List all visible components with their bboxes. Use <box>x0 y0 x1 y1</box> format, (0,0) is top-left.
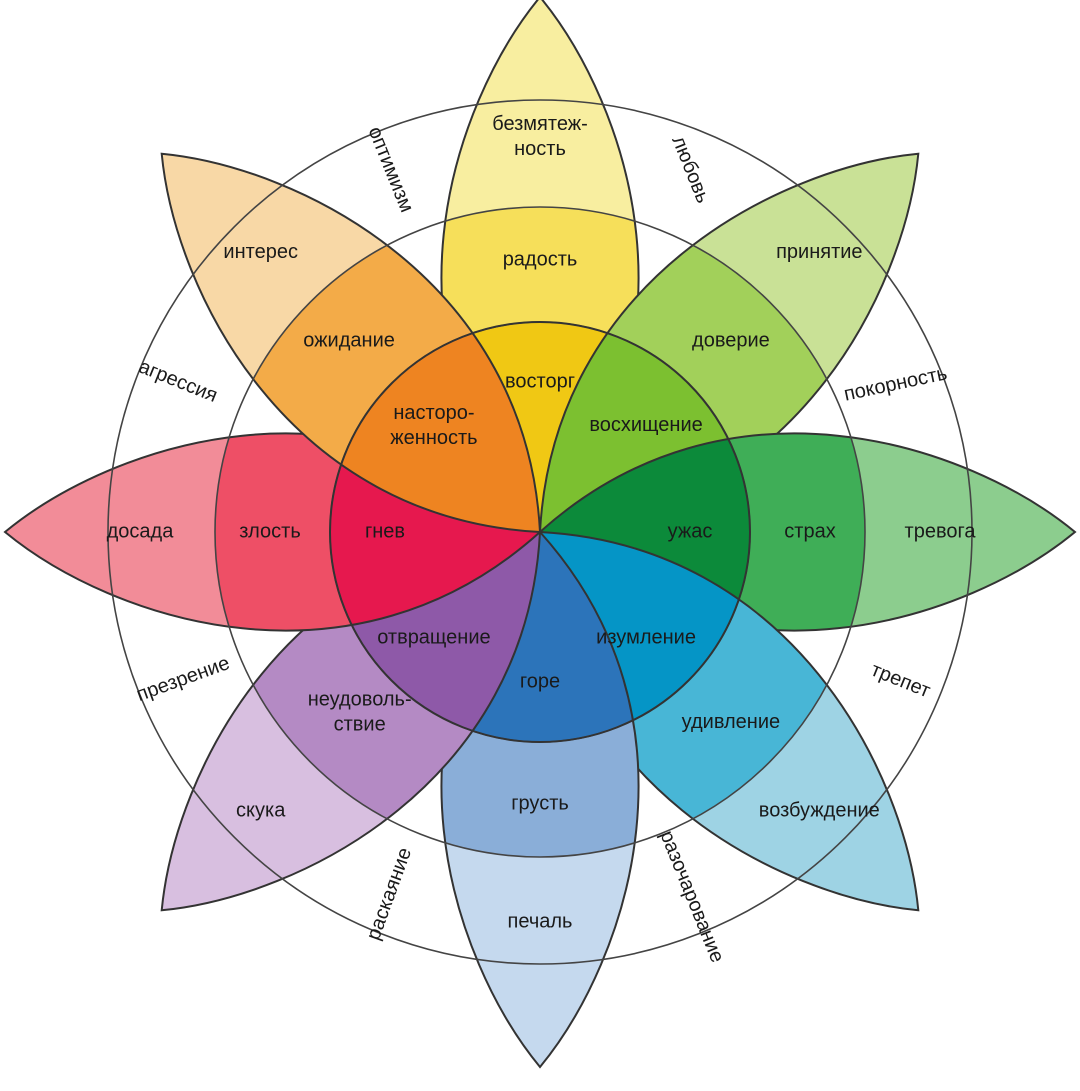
guide-ring-3 <box>107 99 973 965</box>
dyad-label: трепет <box>868 659 934 703</box>
dyad-label: любовь <box>667 133 714 206</box>
emotion-label: восторг <box>505 370 575 392</box>
emotion-label: отвращение <box>377 626 490 648</box>
dyad-label: презрение <box>134 652 233 706</box>
emotion-label: принятие <box>776 241 862 263</box>
emotion-label: страх <box>784 520 835 542</box>
emotion-label: неудоволь-ствие <box>308 689 412 736</box>
emotion-label: удивление <box>682 711 780 733</box>
emotion-label: ожидание <box>303 329 395 351</box>
dyad-label: покорность <box>842 362 949 405</box>
dyad-label: агрессия <box>136 356 221 407</box>
emotion-label: изумление <box>596 626 696 648</box>
emotion-label: гнев <box>365 520 405 542</box>
petal-labels: безмятеж-ность радость восторг принятие дове… <box>107 113 977 932</box>
guide-rings <box>107 99 973 965</box>
emotion-label: грусть <box>511 792 569 814</box>
emotion-label: скука <box>236 800 286 822</box>
emotion-label: доверие <box>692 329 770 351</box>
emotion-label: злость <box>239 520 301 542</box>
emotion-label: печаль <box>508 910 573 932</box>
emotion-label: безмятеж-ность <box>492 113 588 160</box>
dyad-label: раскаяние <box>362 845 416 943</box>
emotion-label: насторо-женность <box>390 402 477 449</box>
emotion-label: возбуждение <box>759 800 880 822</box>
petal-orange <box>160 152 542 534</box>
emotion-label: горе <box>520 670 560 692</box>
petal-orange-outline <box>160 152 542 534</box>
emotion-label: тревога <box>905 520 977 542</box>
petals-layer <box>3 0 1077 1069</box>
inner-ring-outline <box>329 321 751 743</box>
guide-ring-2 <box>214 206 866 858</box>
emotion-label: интерес <box>223 241 298 263</box>
emotion-label: восхищение <box>589 414 702 436</box>
emotion-label: досада <box>107 520 175 542</box>
dyad-label: оптимизм <box>364 124 418 216</box>
emotion-label: радость <box>503 248 578 270</box>
emotion-label: ужас <box>668 520 713 542</box>
